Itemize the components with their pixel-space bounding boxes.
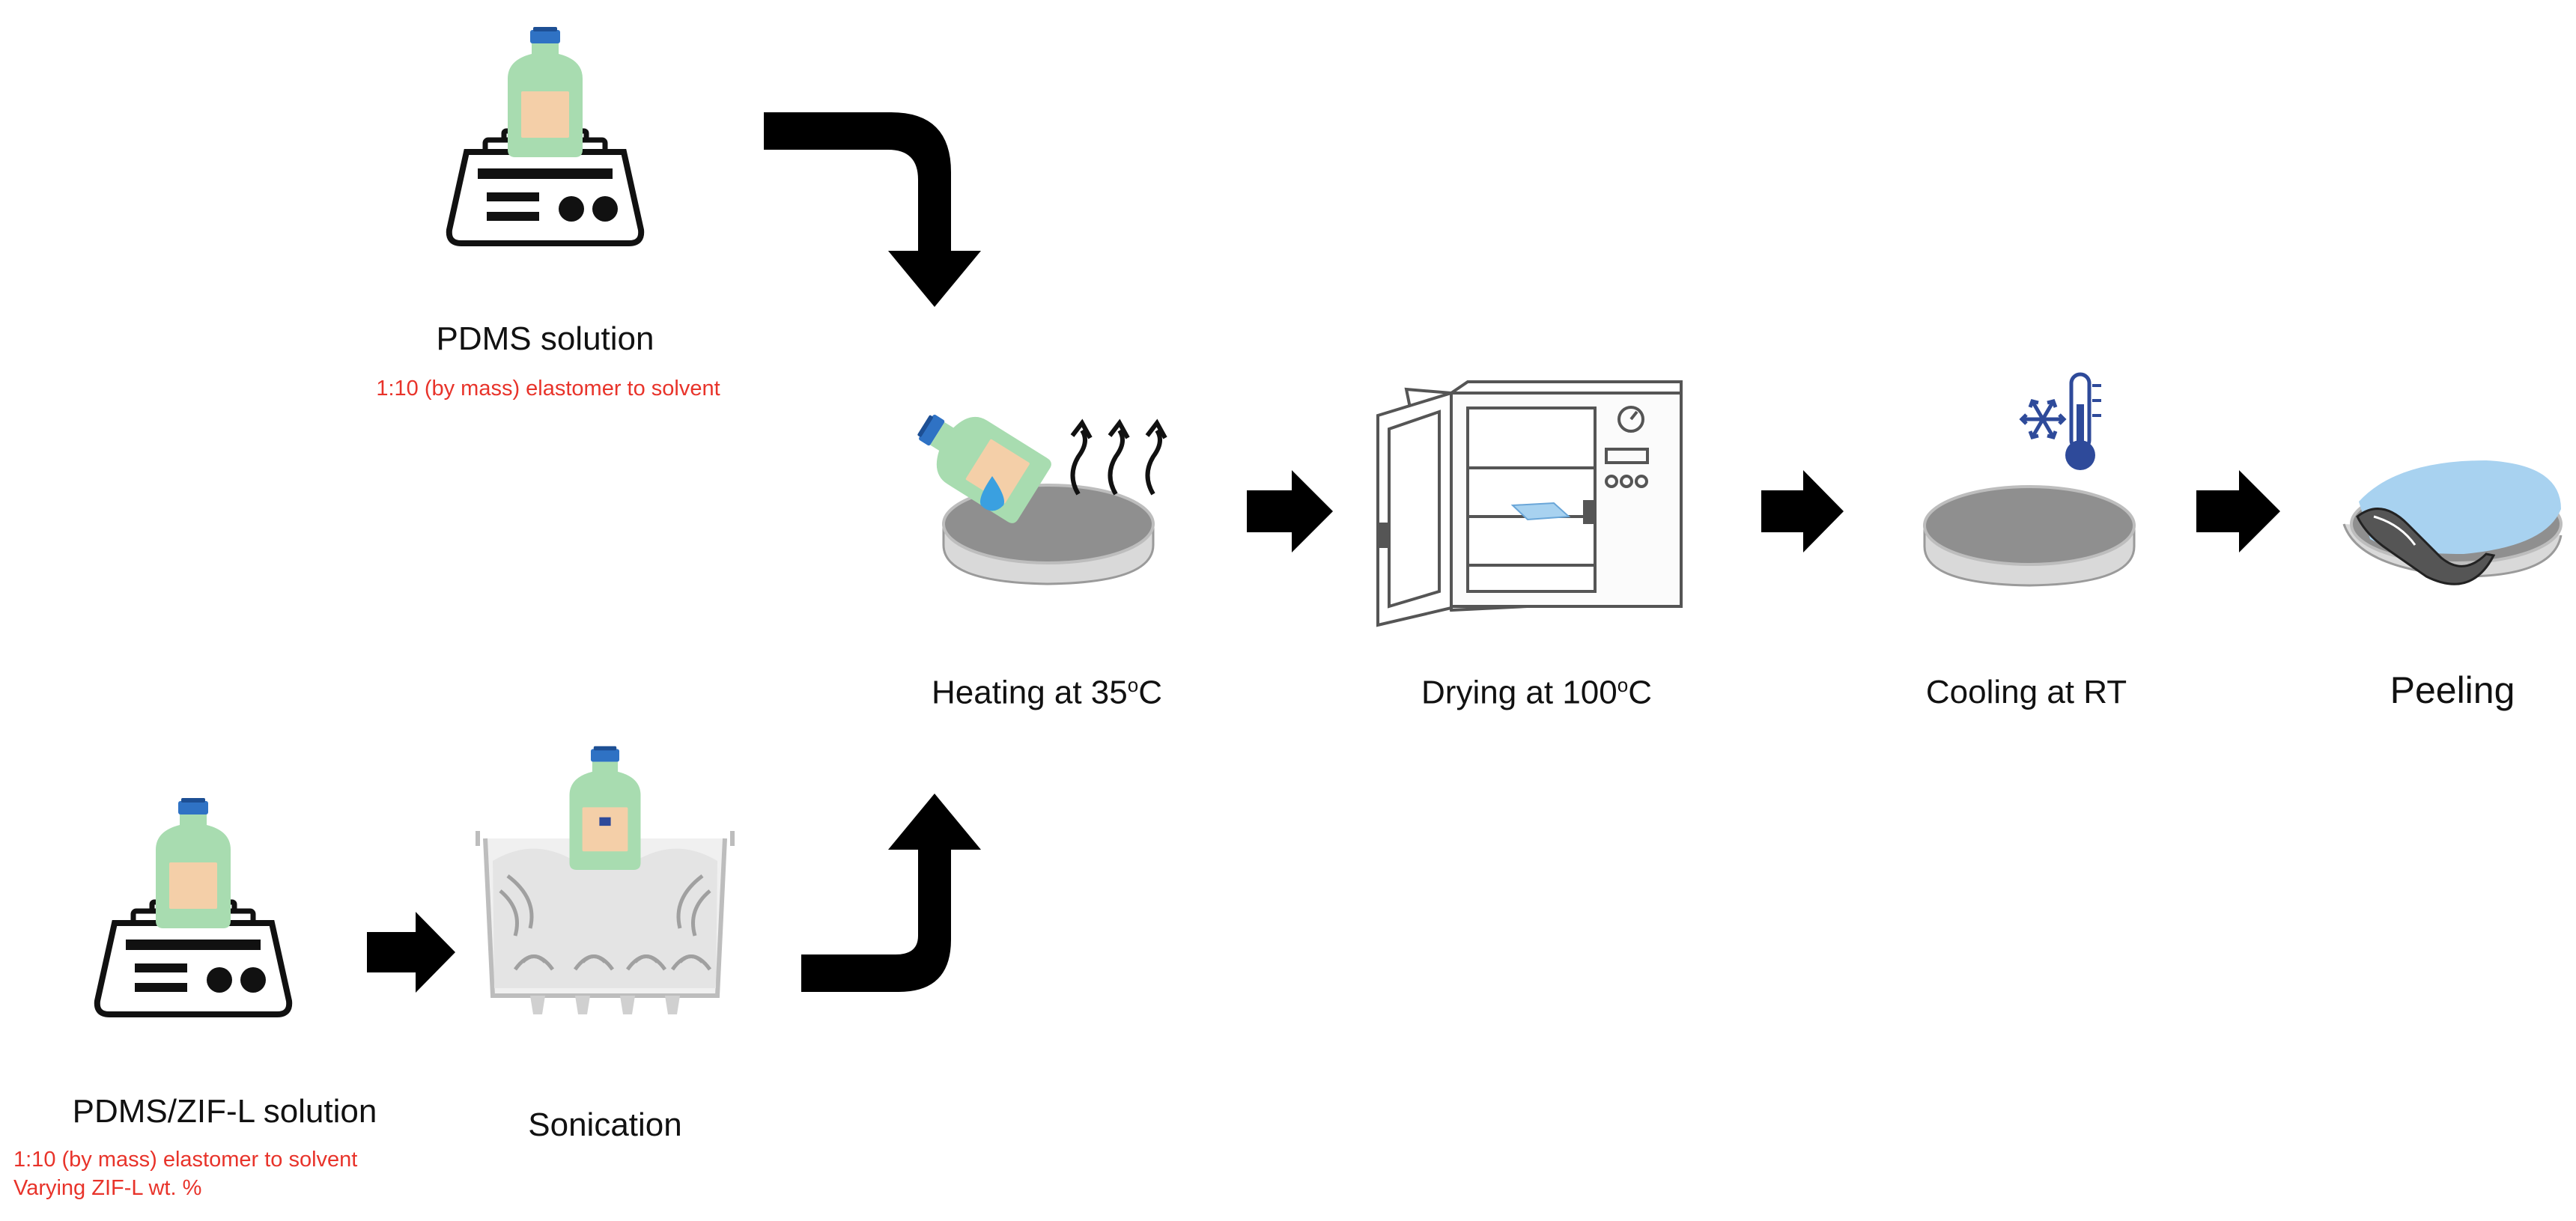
water-drop-icon — [980, 476, 1004, 511]
pdms-zif-note-wt: Varying ZIF-L wt. % — [13, 1176, 202, 1200]
sonication-label: Sonication — [528, 1106, 682, 1143]
cooling-dish-icon — [1923, 485, 2136, 587]
peeling-label: Peeling — [2390, 669, 2515, 711]
thermometer-icon — [2065, 372, 2101, 470]
zif-bottle-icon — [156, 798, 231, 928]
heating-label: Heating at 35oC — [932, 674, 1162, 711]
curved-arrow-down — [764, 112, 981, 307]
oven-icon — [1376, 380, 1683, 627]
curved-arrow-up — [801, 794, 981, 992]
pdms-zif-note-ratio: 1:10 (by mass) elastomer to solvent — [13, 1148, 358, 1172]
sonicator-icon — [476, 831, 735, 1014]
sonication-bottle-icon — [569, 746, 641, 870]
tweezers-highlight — [2373, 515, 2416, 546]
arrow-to-cooling — [1761, 470, 1844, 552]
arrow-to-peeling — [2196, 470, 2280, 552]
heat-waves-icon — [1070, 418, 1167, 496]
cooling-label: Cooling at RT — [1925, 674, 2127, 710]
pdms-solution-label: PDMS solution — [436, 320, 654, 357]
arrow-to-sonication — [367, 912, 455, 993]
sample-sheet-icon — [1510, 502, 1571, 521]
snowflake-icon — [2019, 399, 2067, 439]
pdms-bottle-icon — [508, 27, 583, 157]
arrow-to-drying — [1247, 470, 1333, 552]
pdms-zif-solution-label: PDMS/ZIF-L solution — [72, 1093, 377, 1130]
tweezers-icon — [2356, 508, 2496, 585]
drying-label: Drying at 100oC — [1421, 674, 1652, 711]
pdms-solution-note: 1:10 (by mass) elastomer to solvent — [376, 377, 720, 401]
